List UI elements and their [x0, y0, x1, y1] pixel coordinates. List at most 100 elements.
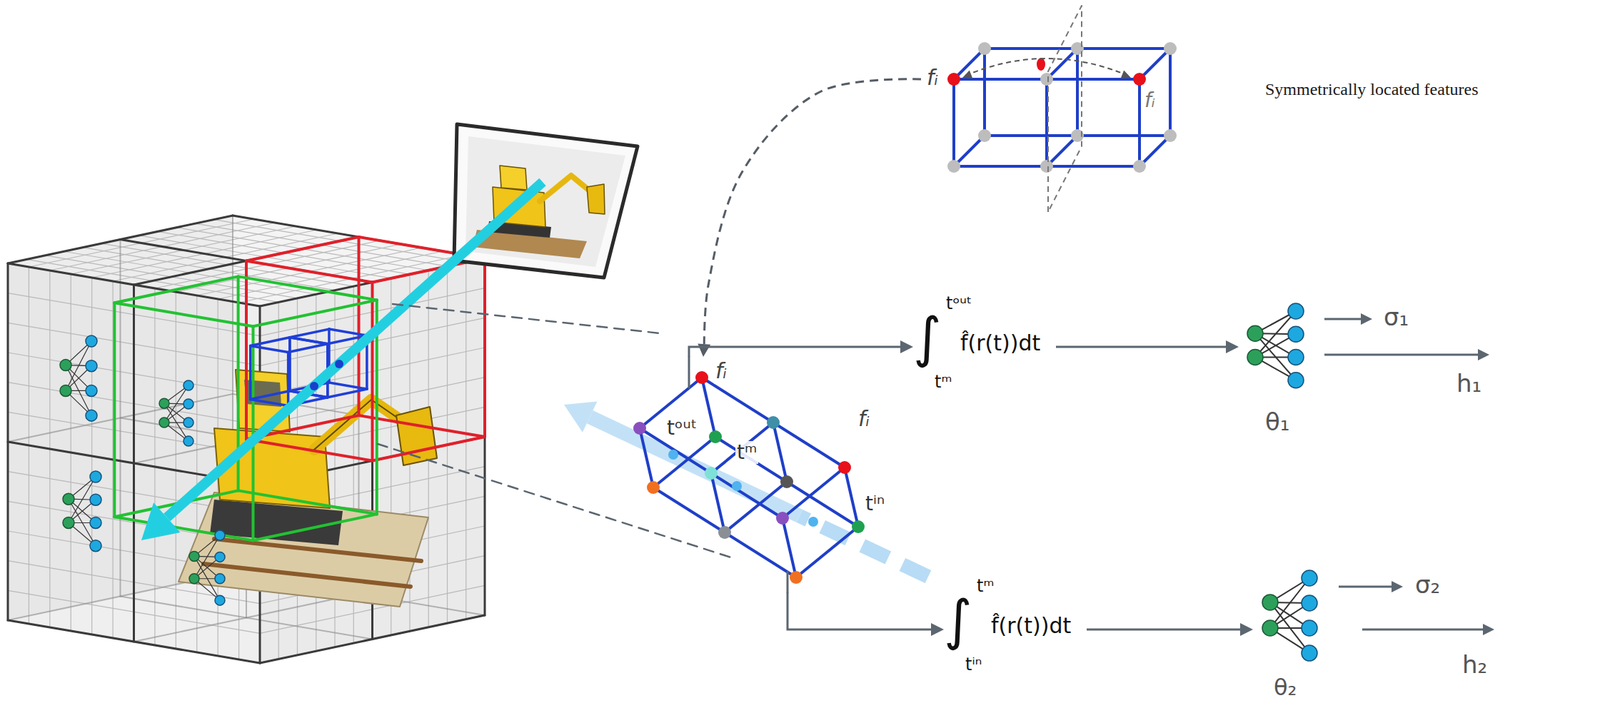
arrowhead — [697, 343, 711, 357]
integral-block: ∫tᵒᵘᵗtᵐf̂(r(t))dt — [913, 297, 1056, 397]
cell-edge — [1046, 135, 1078, 167]
corner-feature — [776, 511, 789, 525]
cell-edge — [653, 436, 716, 488]
mini-mlp-input — [59, 384, 72, 397]
connector — [1055, 340, 1239, 354]
ray-sample — [334, 359, 344, 369]
green-octant — [112, 302, 116, 517]
connector — [697, 79, 922, 357]
output-arrow — [1362, 629, 1483, 632]
cell-edge — [1045, 79, 1049, 167]
red-octant — [371, 282, 375, 462]
mlp-output — [1287, 372, 1304, 389]
mini-mlp-output — [214, 595, 225, 606]
symmetric-feature — [1133, 72, 1146, 86]
mlp-output — [1301, 645, 1318, 662]
feature-label: fᵢ — [926, 65, 939, 91]
integral-limit: tᵐ — [934, 372, 952, 393]
integral-sign: ∫ — [913, 302, 942, 374]
mini-mlp-output — [183, 380, 194, 391]
red-octant — [246, 261, 373, 283]
octree-line — [259, 615, 485, 664]
output-arrow-head — [1391, 581, 1403, 593]
ray-band — [589, 416, 800, 517]
corner-feature — [1163, 129, 1177, 143]
cell-edge — [711, 422, 774, 474]
mlp-output — [1287, 303, 1304, 320]
ray-sample — [731, 481, 742, 492]
output-arrow-head — [1360, 313, 1373, 325]
blue-cell — [329, 329, 367, 336]
integral-sign: ∫ — [943, 585, 973, 657]
caption-note: Symmetrically located features — [1265, 79, 1479, 100]
symmetry-arc — [965, 58, 1129, 76]
symmetry-arc-head — [962, 70, 973, 79]
red-octant — [246, 439, 373, 462]
arrowhead — [931, 623, 944, 637]
ray-sample — [309, 381, 319, 391]
cell-edge — [953, 135, 985, 167]
mini-mlp-input — [189, 574, 200, 585]
output-symbol: h₁ — [1456, 369, 1482, 398]
corner-feature — [780, 475, 794, 489]
mini-mlp-input — [59, 359, 72, 372]
cell-edge — [639, 428, 654, 488]
mlp-block: θ₂ — [1253, 571, 1336, 711]
connector-stub — [786, 571, 789, 593]
corner-feature — [704, 466, 718, 480]
corner-feature — [1133, 159, 1146, 173]
ray-sample — [808, 516, 819, 527]
integrand: f̂(r(t))dt — [990, 614, 1071, 640]
ray-band — [799, 516, 929, 577]
grid-fine-line — [139, 235, 392, 279]
base-plate — [178, 492, 429, 607]
corner-feature — [1040, 72, 1054, 86]
cell-edge — [773, 422, 787, 482]
photo-area — [465, 136, 626, 268]
corner-feature — [947, 159, 961, 173]
corner-feature — [708, 430, 722, 444]
red-octant — [244, 261, 248, 440]
output-arrow-head — [1477, 349, 1490, 361]
mini-mlp-input — [159, 417, 170, 428]
symmetry-arc-head — [1120, 70, 1131, 79]
output-symbol: σ₁ — [1383, 303, 1409, 332]
rail — [203, 564, 411, 587]
mini-mlp-input — [189, 551, 200, 562]
plane-feature — [1036, 57, 1046, 71]
cell-edge — [653, 487, 797, 578]
octree-line — [7, 263, 10, 621]
feature-label: fᵢ — [1144, 89, 1156, 113]
output-arrow — [1338, 586, 1392, 589]
integral-limit: tᵒᵘᵗ — [946, 294, 972, 315]
green-octant — [253, 299, 377, 327]
octree-hidden-line — [134, 594, 360, 642]
blue-cell — [329, 382, 367, 390]
output-arrow — [1324, 318, 1361, 321]
feature-label: fᵢ — [713, 359, 729, 385]
cell-edge — [953, 48, 985, 80]
ray-param: tᵒᵘᵗ — [665, 416, 699, 440]
cell-edge — [1138, 79, 1141, 167]
connector-line — [688, 346, 901, 357]
connector — [787, 592, 944, 637]
mini-mlp-input — [159, 398, 170, 409]
mlp-output — [1301, 620, 1318, 637]
mini-mlp-output — [89, 471, 102, 483]
ray-cell-pair: fᵢtᵒᵘᵗtᵐtⁱⁿfᵢ — [621, 356, 897, 593]
octree-line — [484, 258, 487, 616]
blue-cell — [250, 337, 290, 347]
mini-mlp-output — [214, 551, 225, 562]
mlp-output — [1287, 326, 1304, 342]
mlp-input — [1247, 325, 1264, 342]
blue-cell — [250, 346, 289, 353]
mlp-output — [1301, 595, 1318, 612]
photo-bucket — [586, 184, 605, 215]
green-octant — [114, 276, 238, 303]
blue-cell — [327, 389, 367, 398]
loader-arm — [314, 399, 411, 450]
integral-block: ∫tᵐtⁱⁿf̂(r(t))dt — [943, 579, 1087, 680]
corner-feature — [851, 520, 865, 534]
